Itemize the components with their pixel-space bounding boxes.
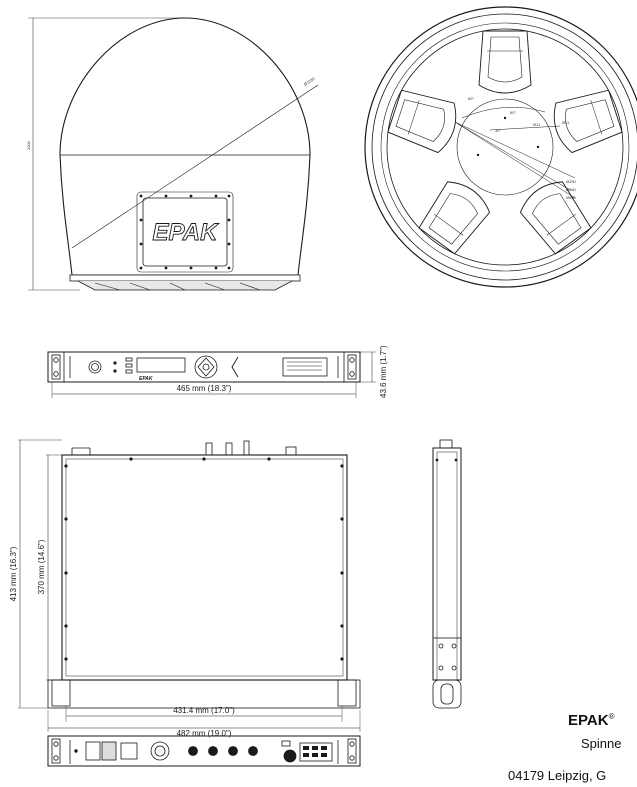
base-view-labels: 60° 30° 60° Ø11 Ø11 Ø330 Ø360 Ø500	[468, 96, 577, 200]
front-panel-logo: EPAK	[139, 376, 153, 382]
radome-side-view	[28, 17, 319, 291]
diameter-label-3: Ø500	[566, 195, 577, 200]
diameter-label-1: Ø330	[566, 179, 577, 184]
base-spoke-housing	[553, 89, 623, 154]
diameter-label-2: Ø360	[566, 187, 577, 192]
company-name-text: EPAK	[568, 712, 609, 729]
rack-front-view	[47, 351, 376, 398]
angle-label-2: 30°	[495, 128, 501, 133]
angle-label-1: 60°	[468, 96, 474, 101]
company-city: 04179 Leipzig, G	[508, 768, 607, 783]
radome-logo: EPAK	[152, 219, 220, 247]
base-spoke-housing	[478, 30, 532, 94]
base-spoke-housing	[387, 89, 457, 154]
radome-logo-text: EPAK	[153, 219, 220, 246]
rack-depth-overall-label: 413 mm (16.3")	[9, 546, 18, 601]
rack-top-view	[18, 439, 361, 732]
base-spoke-housing	[519, 181, 592, 255]
angle-label-3: 60°	[510, 110, 516, 115]
rack-depth-body-label: 370 mm (14.6")	[37, 539, 46, 594]
radome-base-view	[364, 6, 637, 288]
radome-height-label: 1000	[26, 140, 31, 150]
rack-body-width-label: 431.4 mm (17.0")	[173, 706, 235, 715]
radome-diameter-label: Ø1030	[303, 76, 316, 87]
registered-mark: ®	[608, 712, 615, 721]
hole-label-1: Ø11	[533, 122, 541, 127]
rack-overall-width-label: 482 mm (19.0")	[177, 729, 232, 738]
rack-rear-view	[47, 735, 361, 767]
rack-side-view	[432, 439, 462, 709]
company-street: Spinne	[581, 736, 622, 751]
company-name: EPAK®	[568, 712, 614, 729]
rack-height-label: 43.6 mm (1.7")	[379, 345, 388, 398]
hole-label-2: Ø11	[562, 120, 570, 125]
rack-width-label: 465 mm (18.3")	[177, 384, 232, 393]
base-spoke-housing	[418, 181, 491, 255]
